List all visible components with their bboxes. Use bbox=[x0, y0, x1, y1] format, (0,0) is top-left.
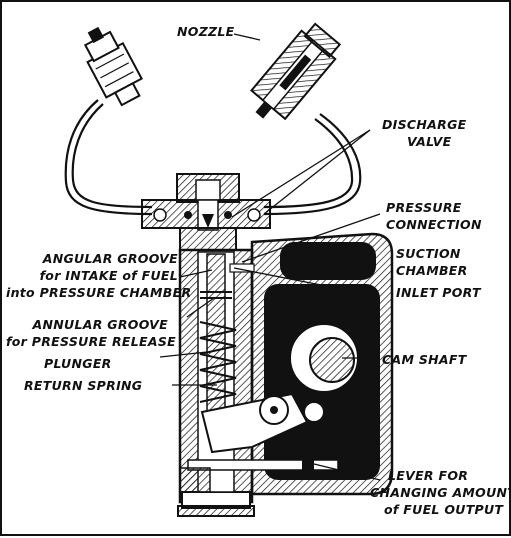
label-discharge-valve-line1: DISCHARGE bbox=[382, 117, 467, 132]
label-discharge-valve-line2: VALVE bbox=[407, 134, 452, 149]
suction-chamber bbox=[280, 242, 376, 280]
label-nozzle: NOZZLE bbox=[177, 24, 235, 39]
label-annular-groove-line1: ANNULAR GROOVE bbox=[32, 317, 168, 332]
label-angular-groove-line2: for INTAKE of FUEL bbox=[39, 268, 178, 283]
label-pressure-connection-line1: PRESSURE bbox=[386, 200, 462, 215]
inlet-port bbox=[229, 263, 255, 273]
discharge-valve-housing bbox=[141, 173, 271, 251]
cam-shaft bbox=[289, 323, 359, 393]
control-lever bbox=[179, 454, 339, 493]
label-pressure-connection-line2: CONNECTION bbox=[386, 217, 482, 232]
cam-follower bbox=[200, 392, 325, 454]
label-return-spring: RETURN SPRING bbox=[24, 378, 143, 393]
label-suction-chamber-line1: SUCTION bbox=[396, 246, 461, 261]
label-angular-groove-line3: into PRESSURE CHAMBER bbox=[6, 285, 192, 300]
label-lever-line3: of FUEL OUTPUT bbox=[384, 502, 504, 517]
nozzle-right bbox=[250, 22, 342, 121]
fuel-line-left bbox=[64, 99, 153, 216]
label-suction-chamber-line2: CHAMBER bbox=[396, 263, 468, 278]
return-spring bbox=[199, 321, 237, 403]
label-plunger: PLUNGER bbox=[44, 356, 112, 371]
label-cam-shaft: CAM SHAFT bbox=[382, 352, 467, 367]
nozzle-left bbox=[83, 26, 143, 107]
label-annular-groove-line2: for PRESSURE RELEASE bbox=[6, 334, 176, 349]
label-lever-line2: CHANGING AMOUNT bbox=[370, 485, 511, 500]
label-angular-groove-line1: ANGULAR GROOVE bbox=[42, 251, 178, 266]
fuel-line-right bbox=[263, 113, 362, 216]
label-lever-line1: LEVER FOR bbox=[388, 468, 469, 483]
label-inlet-port: INLET PORT bbox=[396, 285, 481, 300]
leader-lines bbox=[159, 33, 381, 481]
